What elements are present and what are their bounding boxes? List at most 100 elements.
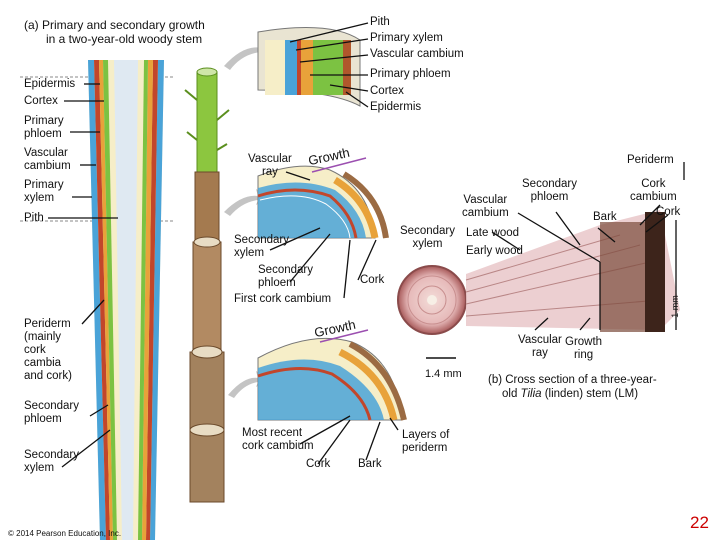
label-text: Cork — [641, 178, 666, 190]
label-epidermis-top: Epidermis — [370, 101, 422, 113]
page-number: 22 — [690, 513, 709, 532]
copyright: © 2014 Pearson Education, Inc. — [8, 529, 122, 538]
lm-micrograph — [465, 210, 680, 332]
label-primary-phloem-left: Primary phloem — [24, 115, 64, 141]
panel-a-title: (a) Primary and secondary growth in a tw… — [24, 18, 205, 46]
label-text: cork cambium — [242, 440, 314, 452]
left-leader-lines — [48, 83, 118, 468]
label-text: Secondary — [400, 225, 455, 237]
label-text: and cork) — [24, 370, 72, 382]
label-first-cork-cambium: First cork cambium — [234, 293, 332, 305]
label-secondary-xylem-left: Secondary xylem — [24, 449, 79, 475]
label-scale-1mm: 1 mm — [669, 295, 680, 318]
caption-text: old — [502, 388, 521, 400]
label-text: Vascular — [463, 194, 508, 206]
label-text: Most recent — [242, 427, 303, 439]
label-cork-cambium-b: Cork cambium — [630, 178, 677, 204]
middle-leader-lines — [269, 171, 399, 465]
label-scale-14mm: 1.4 mm — [425, 368, 462, 380]
label-text: Layers of — [402, 429, 450, 441]
wedge-secondary — [257, 165, 389, 239]
young-shoot — [184, 67, 230, 173]
label-epidermis-left: Epidermis — [24, 78, 76, 90]
label-early-wood: Early wood — [466, 245, 523, 257]
woody-twig — [189, 171, 225, 503]
label-growth-ring-b: Growth ring — [565, 336, 602, 362]
label-text: ray — [531, 347, 548, 359]
label-text: cambium — [630, 191, 677, 203]
label-cortex-top: Cortex — [370, 85, 404, 97]
label-text: Secondary — [234, 234, 289, 246]
label-text: Vascular — [24, 147, 68, 159]
label-text: xylem — [24, 462, 55, 474]
tilia-cross-section — [397, 265, 467, 335]
label-text: xylem — [412, 238, 443, 250]
label-cork-b: Cork — [656, 206, 681, 218]
label-text: periderm — [402, 442, 448, 454]
growth-arrow-1 — [311, 157, 367, 173]
caption-text: (linden) stem (LM) — [541, 388, 639, 400]
label-text: ring — [573, 349, 594, 361]
label-text: Periderm — [24, 318, 71, 330]
label-vascular-cambium-top: Vascular cambium — [370, 48, 464, 60]
label-cork-bottom: Cork — [306, 458, 331, 470]
long-stem-section — [88, 60, 164, 540]
label-vascular-cambium-left: Vascular cambium — [24, 147, 71, 173]
label-secondary-xylem-mid: Secondary xylem — [234, 234, 289, 260]
label-primary-xylem-top: Primary xylem — [370, 32, 443, 44]
label-layers-of-periderm: Layers of periderm — [402, 429, 449, 455]
label-cork-mid: Cork — [360, 274, 385, 286]
label-bark-b: Bark — [593, 211, 617, 223]
label-text: cambia — [24, 357, 62, 369]
label-secondary-xylem-b: Secondary xylem — [400, 225, 455, 251]
panel-a-title-line2: in a two-year-old woody stem — [46, 32, 203, 46]
label-primary-xylem-left: Primary xylem — [24, 179, 64, 205]
top-leader-lines — [289, 22, 369, 108]
label-text: Primary — [24, 115, 64, 127]
right-leader-lines — [491, 162, 685, 331]
label-text: (mainly — [24, 331, 62, 343]
label-text: phloem — [530, 191, 569, 203]
label-secondary-phloem-b: Secondary phloem — [522, 178, 577, 204]
label-cortex-left: Cortex — [24, 95, 58, 107]
label-text: Secondary — [24, 449, 79, 461]
wedge-tertiary — [257, 337, 407, 421]
caption-line2: old Tilia (linden) stem (LM) — [488, 387, 657, 401]
wedge-primary — [257, 27, 361, 107]
growth-arrow-2 — [319, 329, 369, 343]
panel-a-title-line1: (a) Primary and secondary growth — [24, 18, 205, 32]
label-text: cork — [24, 344, 46, 356]
panel-b-caption: (b) Cross section of a three-year- old T… — [488, 373, 657, 401]
label-bark-bottom: Bark — [358, 458, 382, 470]
label-vascular-ray-mid: Vascular ray — [248, 153, 292, 179]
label-text: Vascular — [518, 334, 562, 346]
label-secondary-phloem-mid: Secondary phloem — [258, 264, 313, 290]
label-text: Growth — [565, 336, 603, 348]
label-text: Secondary — [24, 400, 79, 412]
label-vascular-cambium-b: Vascular cambium — [462, 194, 509, 220]
label-pith-top: Pith — [370, 16, 390, 28]
caption-italic-tilia: Tilia — [520, 388, 542, 400]
label-most-recent-cork-cambium: Most recent cork cambium — [242, 427, 314, 453]
label-text: Secondary — [258, 264, 313, 276]
label-text: Secondary — [522, 178, 577, 190]
label-text: cambium — [24, 160, 71, 172]
label-periderm-left: Periderm (mainly cork cambia and cork) — [24, 318, 72, 383]
label-pith-left: Pith — [24, 212, 44, 224]
label-secondary-phloem-left: Secondary phloem — [24, 400, 79, 426]
label-text: ray — [261, 166, 278, 178]
label-primary-phloem-top: Primary phloem — [370, 68, 451, 80]
label-late-wood: Late wood — [466, 227, 520, 239]
label-text: phloem — [24, 413, 62, 425]
label-text: cambium — [462, 207, 509, 219]
label-vascular-ray-b: Vascular ray — [518, 334, 562, 360]
label-text: phloem — [24, 128, 62, 140]
caption-line1: (b) Cross section of a three-year- — [488, 374, 657, 386]
label-text: xylem — [24, 192, 55, 204]
label-text: phloem — [258, 277, 296, 289]
label-periderm-b: Periderm — [627, 154, 674, 166]
label-text: xylem — [234, 247, 265, 259]
label-text: Primary — [24, 179, 64, 191]
label-text: Vascular — [248, 153, 292, 165]
